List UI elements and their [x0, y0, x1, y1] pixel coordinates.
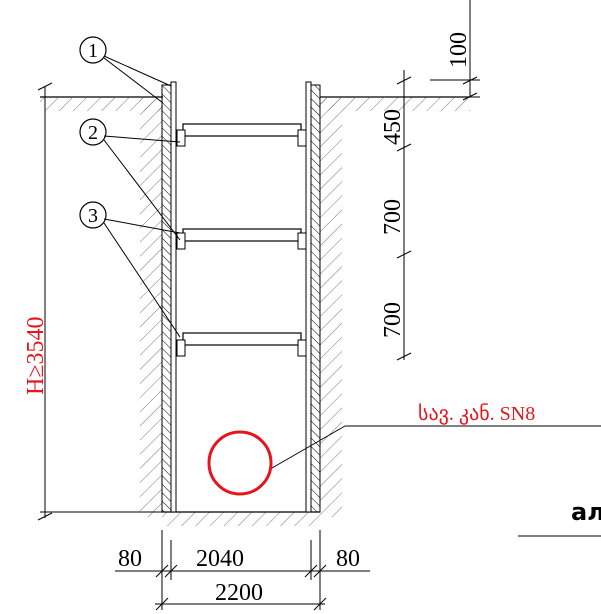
trench-soil-right [320, 97, 342, 517]
callout-2: 2 [79, 118, 181, 241]
callout-1: 1 [79, 36, 172, 104]
strut-1 [176, 123, 307, 147]
trench-soil-left [140, 97, 162, 517]
dim-100: 100 [446, 32, 472, 68]
callout-3: 3 [79, 201, 181, 338]
height-dimension: H≥3540 [23, 82, 162, 521]
dim-700-b: 700 [380, 302, 406, 338]
pipe-circle [207, 430, 273, 496]
callout-2-number: 2 [88, 122, 98, 144]
dim-80-right: 80 [336, 546, 360, 572]
callout-1-number: 1 [88, 40, 98, 62]
dim-2200: 2200 [215, 580, 263, 606]
strut-2 [176, 228, 307, 250]
right-dimensions: 100 450 700 700 [380, 0, 480, 361]
trench-bottom [162, 511, 320, 526]
ground-surface [40, 96, 470, 111]
sheeting-right [305, 81, 321, 513]
strut-3 [176, 332, 307, 357]
dim-700-a: 700 [380, 199, 406, 235]
right-title-fragment: ал [571, 498, 601, 526]
dim-2040: 2040 [196, 546, 244, 572]
sheeting-left [161, 81, 177, 513]
dim-450: 450 [380, 109, 406, 145]
pipe-leader [271, 425, 346, 469]
pipe-label: სავ. კან. SN8 [418, 403, 535, 425]
callout-3-number: 3 [88, 205, 98, 227]
dim-80-left: 80 [118, 546, 142, 572]
bottom-dimensions: 80 2040 80 2200 [115, 530, 370, 611]
height-label: H≥3540 [23, 316, 49, 395]
